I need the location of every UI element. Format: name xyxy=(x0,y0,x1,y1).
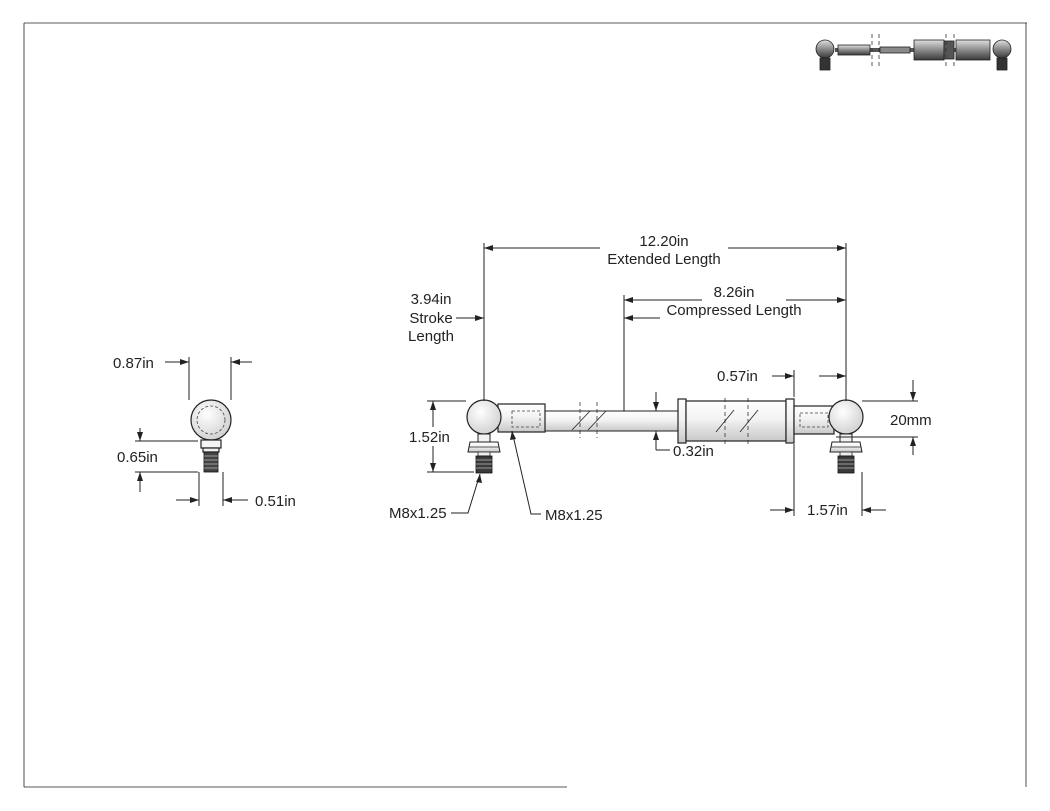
label-stud-width: 0.51in xyxy=(255,493,296,510)
label-end-height: 1.52in xyxy=(409,429,450,446)
label-extended-length-caption: Extended Length xyxy=(607,251,720,268)
cylinder-cap-right xyxy=(785,398,795,444)
label-rod-diameter: 0.32in xyxy=(673,443,714,460)
dimension-lines xyxy=(427,243,918,516)
sheet-border xyxy=(23,22,1027,788)
left-ball-stud xyxy=(466,399,502,474)
label-thread-stud: M8x1.25 xyxy=(389,505,447,522)
gas-spring-part xyxy=(466,398,864,474)
label-compressed-length-caption: Compressed Length xyxy=(666,302,801,319)
piston-rod xyxy=(544,410,681,432)
label-stroke-value: 3.94in xyxy=(411,291,452,308)
right-ball-stud xyxy=(828,399,864,474)
iso-thumbnail xyxy=(815,34,1012,71)
label-extended-length-value: 12.20in xyxy=(639,233,688,250)
label-stroke-line2: Length xyxy=(408,328,454,345)
label-cylinder-diameter: 20mm xyxy=(890,412,932,429)
right-socket xyxy=(793,405,835,435)
label-stud-offset: 0.65in xyxy=(117,449,158,466)
label-stroke-line1: Stroke xyxy=(409,310,452,327)
side-view xyxy=(135,357,252,506)
label-compressed-length-value: 8.26in xyxy=(714,284,755,301)
cylinder-body xyxy=(685,400,787,442)
label-eyelet-width: 0.87in xyxy=(113,355,154,372)
cylinder-cap-left xyxy=(677,398,687,444)
label-tube-end-length: 0.57in xyxy=(717,368,758,385)
label-end-fitting-length: 1.57in xyxy=(807,502,848,519)
left-socket xyxy=(497,403,546,433)
label-thread-socket: M8x1.25 xyxy=(545,507,603,524)
